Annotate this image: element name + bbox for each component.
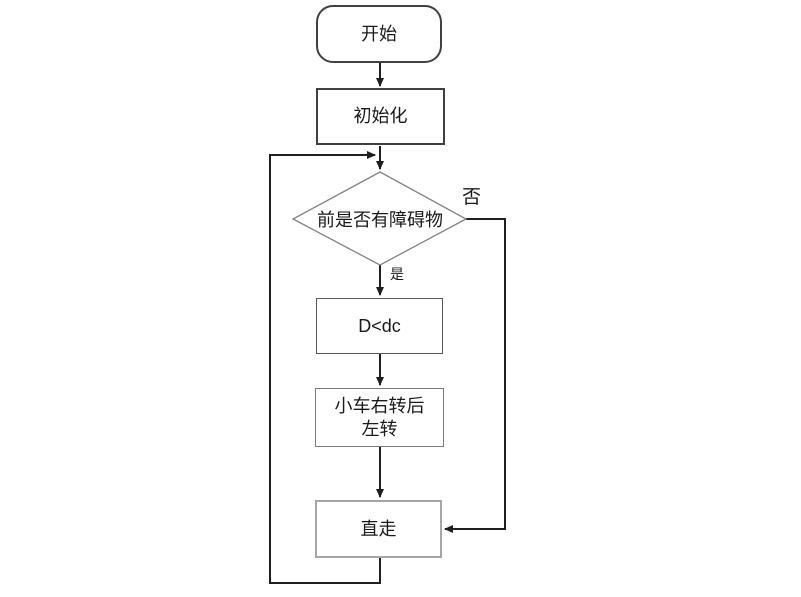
edge-no-branch	[444, 218, 506, 533]
node-straight: 直走	[315, 500, 442, 558]
decision-diamond-shape	[291, 171, 468, 266]
node-initialize-label: 初始化	[353, 106, 408, 127]
node-obstacle-decision: 前是否有障碍物	[296, 172, 464, 265]
node-turn: 小车右转后 左转	[315, 388, 444, 447]
node-obstacle-decision-label: 前是否有障碍物	[317, 209, 443, 230]
node-start-label: 开始	[361, 23, 397, 44]
edge-loop-back	[269, 151, 381, 584]
node-distance-compare-label: D<dc	[358, 315, 401, 336]
branch-label-no: 否	[462, 187, 482, 208]
node-turn-label: 小车右转后 左转	[334, 396, 425, 439]
node-initialize: 初始化	[316, 88, 445, 145]
node-start: 开始	[316, 5, 442, 63]
branch-label-yes: 是	[390, 266, 404, 282]
node-distance-compare: D<dc	[316, 298, 443, 354]
node-straight-label: 直走	[360, 518, 397, 539]
